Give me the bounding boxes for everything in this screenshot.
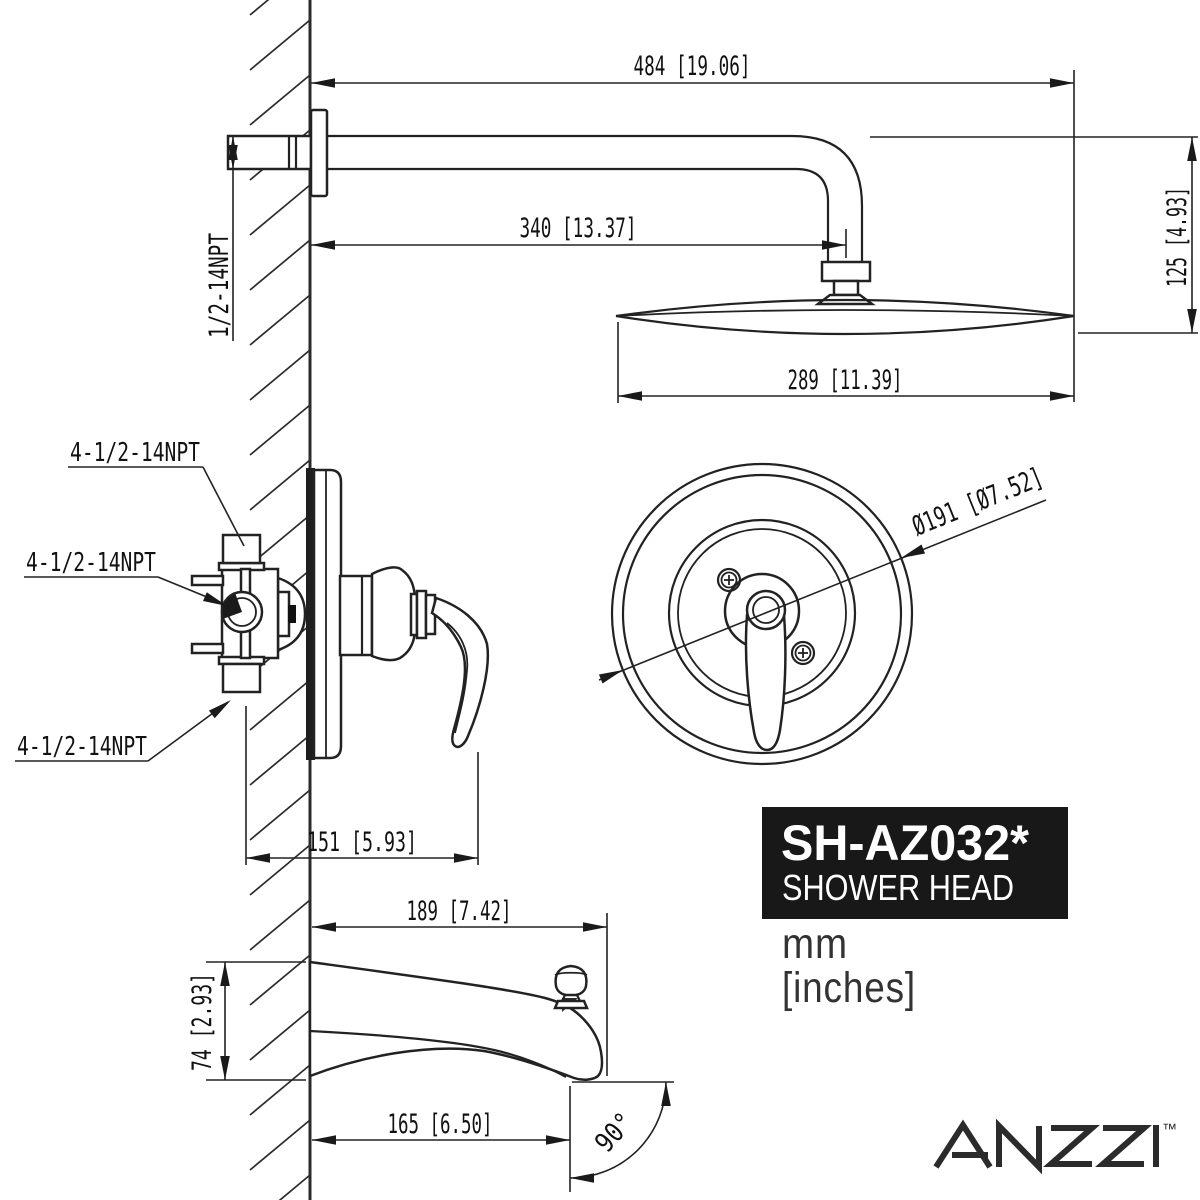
valve-stem-lower [239, 628, 252, 660]
escutcheon-plate-side [312, 468, 343, 760]
shower-arm-outer [327, 134, 864, 262]
handle-cap-front-inner [752, 596, 780, 624]
spout-body [308, 960, 604, 1081]
trim-screw-bottom [790, 640, 816, 666]
dim-arm-reach-text: 484 [19.06] [634, 51, 751, 82]
arm-nut [820, 260, 872, 283]
spout-underside-lip [309, 1029, 567, 1078]
handle-lever-front [744, 608, 787, 752]
dimension-trim-diameter: Ø191 [Ø7.52] [598, 462, 1048, 684]
product-name: SHOWER HEAD [782, 867, 1014, 908]
head-stem [832, 279, 860, 297]
valve-pin-top [190, 574, 225, 587]
dimension-head-diameter: 289 [11.39] [617, 322, 1074, 403]
valve-trim-side-view [306, 468, 490, 760]
dimension-head-drop: 125 [4.93] [870, 136, 1198, 334]
knob-base [553, 999, 589, 1010]
trim-plate-inner-circle [621, 473, 903, 755]
product-badge: SH-AZ032* SHOWER HEAD [762, 807, 1068, 919]
handle-lever-side [430, 596, 490, 749]
valve-pin-bottom [190, 642, 225, 655]
logo-letter-a [933, 1119, 993, 1169]
arm-thread-label: 1/2-14NPT [204, 233, 235, 338]
dimension-spout-angle: 90° [569, 1081, 674, 1192]
units-secondary: [inches] [782, 964, 916, 1012]
diverter-knob-line [554, 971, 588, 976]
valve-dome-nub [288, 605, 296, 623]
shower-arm-assembly [226, 108, 876, 306]
anzzi-logo: ™ [933, 1118, 1177, 1175]
dimension-valve-depth: 151 [5.93] [245, 706, 479, 865]
dim-trim-diameter-text: Ø191 [Ø7.52] [908, 462, 1048, 542]
dim-wall-to-head-text: 340 [13.37] [520, 213, 637, 244]
shower-arm-inner [327, 167, 830, 262]
valve-dome-step [276, 590, 291, 638]
dim-head-drop-text: 125 [4.93] [1162, 187, 1193, 287]
valve-cartridge-wedge [222, 594, 242, 619]
logo-letter-n [996, 1118, 1042, 1175]
dim-head-diameter-text: 289 [11.39] [788, 365, 903, 396]
trim-screw-top [716, 567, 742, 593]
units-primary: mm [782, 920, 848, 968]
handle-collar-2 [415, 589, 428, 640]
dim-spout-bottom-text: 165 [6.50] [388, 1109, 493, 1140]
valve-label-middle: 4-1/2-14NPT [26, 548, 156, 578]
units-legend: mm [inches] [782, 920, 916, 1012]
dim-spout-height-text: 74 [2.93] [187, 973, 218, 1071]
logo-trademark: ™ [1162, 1121, 1177, 1138]
dim-valve-depth-text: 151 [5.93] [307, 827, 417, 858]
escutcheon-back-edge [306, 468, 315, 760]
valve-port-labels: 4-1/2-14NPT 4-1/2-14NPT 4-1/2-14NPT [15, 438, 245, 762]
dim-spout-angle-text: 90° [589, 1107, 640, 1159]
valve-top-port [221, 533, 262, 565]
shower-head-side-view [615, 298, 1075, 336]
dimension-arm-thread: 1/2-14NPT [204, 136, 238, 341]
handle-lever-detail [446, 622, 469, 734]
dimension-spout-height: 74 [2.93] [187, 961, 306, 1081]
head-top-edge [615, 298, 1075, 318]
badge-background [762, 807, 1068, 919]
handle-hub-bell [370, 566, 417, 662]
valve-bottom-port [221, 662, 262, 694]
dimension-arm-reach: 484 [19.06] [311, 51, 1075, 402]
valve-stem-upper [239, 567, 252, 596]
dimension-spout-length: 189 [7.42] [312, 896, 608, 1076]
dimension-spout-bottom: 165 [6.50] [312, 1109, 570, 1145]
trim-plate-outer-circle [610, 462, 914, 766]
valve-trim-front-view [610, 462, 914, 766]
diverter-knob [554, 964, 588, 997]
logo-letter-z1 [1043, 1125, 1100, 1167]
valve-label-bottom: 4-1/2-14NPT [17, 732, 147, 762]
trim-sleeve [338, 574, 374, 657]
valve-cross-section [190, 533, 307, 694]
head-bottom-edge [615, 314, 1075, 336]
valve-label-top: 4-1/2-14NPT [70, 438, 200, 468]
logo-letter-z2 [1095, 1125, 1152, 1167]
head-rim-line [615, 309, 1075, 317]
arm-wall-flange [309, 108, 329, 198]
dimension-wall-to-head: 340 [13.37] [311, 213, 847, 258]
dim-spout-length-text: 189 [7.42] [407, 896, 512, 927]
product-model: SH-AZ032* [781, 815, 1030, 871]
arm-supply-stub [226, 134, 313, 171]
tub-spout-side-view [308, 960, 604, 1081]
